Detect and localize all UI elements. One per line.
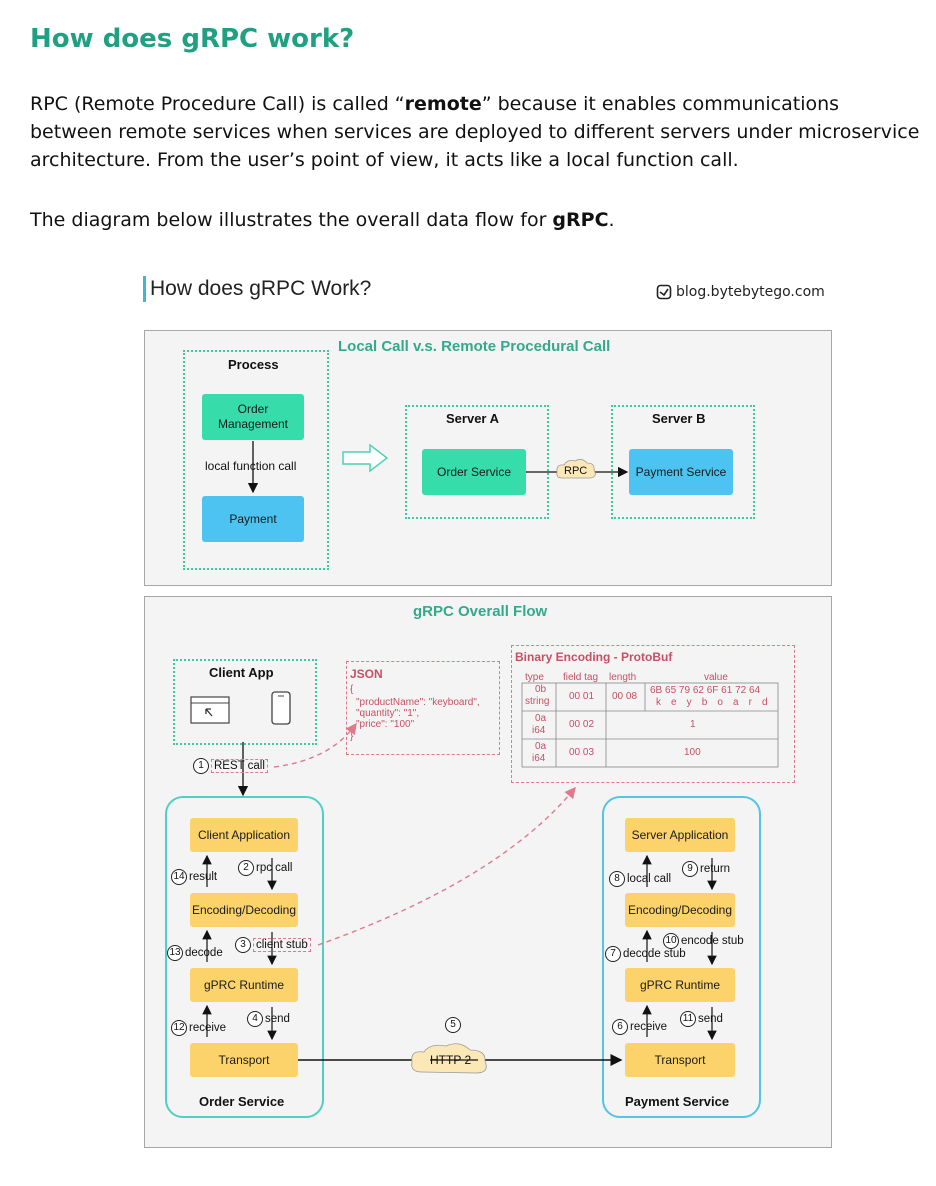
row0-len: 00 08 [612, 691, 638, 702]
server-a-box [405, 405, 549, 519]
rpc-cloud-icon [556, 459, 596, 479]
json-box [346, 661, 500, 755]
json-line-1: "productName": "keyboard", [356, 697, 480, 708]
binary-header-length: length [609, 672, 637, 683]
bytebytego-logo-icon [656, 284, 672, 300]
binary-header-value: value [704, 672, 728, 683]
order-encoding-box: Encoding/Decoding [190, 893, 298, 927]
binary-header-type: type [525, 672, 544, 683]
stub-to-protobuf-dashed-arrow [317, 786, 576, 946]
order-service-name: Order Service [199, 1094, 285, 1109]
order-service-box: Order Service [422, 449, 526, 495]
hollow-transition-arrow-icon [342, 443, 389, 473]
json-line-2: "quantity": "1", [356, 708, 420, 719]
binary-encoding-box [511, 645, 795, 783]
json-line-3: "price": "100" [356, 719, 415, 730]
mobile-phone-icon [271, 691, 291, 725]
row0-value-hex: 6B 65 79 62 6F 61 72 64 [650, 685, 761, 696]
figure-title-accent [143, 276, 146, 302]
article-paragraph-1: RPC (Remote Procedure Call) is called “r… [30, 93, 920, 171]
payment-box: Payment [202, 496, 304, 542]
brand: blog.bytebytego.com [656, 284, 825, 300]
row0-type1: 0b [535, 684, 547, 695]
json-line-4: } [350, 731, 354, 742]
order-transport-box: Transport [190, 1043, 298, 1077]
row0-value-chars: k e y b o a r d [656, 697, 770, 708]
json-line-0: { [350, 684, 354, 695]
row1-type2: i64 [532, 725, 546, 736]
grpc-flow-title: gRPC Overall Flow [413, 603, 548, 620]
brand-label: blog.bytebytego.com [676, 284, 825, 300]
server-a-label: Server A [446, 411, 499, 426]
payment-service-box: Payment Service [629, 449, 733, 495]
rest-to-json-dashed-arrow [273, 722, 357, 768]
payment-transport-box: Transport [625, 1043, 735, 1077]
client-application-box: Client Application [190, 818, 298, 852]
json-title: JSON [350, 667, 383, 681]
article-heading: How does gRPC work? [30, 24, 355, 54]
figure-title: How does gRPC Work? [150, 277, 372, 300]
row2-tag: 00 03 [569, 747, 595, 758]
row0-tag: 00 01 [569, 691, 595, 702]
binary-table-grid [521, 682, 779, 768]
row1-type1: 0a [535, 713, 547, 724]
order-management-box: Order Management [202, 394, 304, 440]
http2-label: HTTP 2 [430, 1053, 472, 1067]
row2-value: 100 [684, 747, 701, 758]
binary-header-field-tag: field tag [563, 672, 599, 683]
process-box [183, 350, 329, 570]
cursor-icon [205, 708, 213, 717]
row2-type2: i64 [532, 753, 546, 764]
client-app-label: Client App [209, 665, 274, 680]
server-application-box: Server Application [625, 818, 735, 852]
article-paragraph-2: The diagram below illustrates the overal… [30, 209, 615, 231]
row2-type1: 0a [535, 741, 547, 752]
local-vs-remote-title: Local Call v.s. Remote Procedural Call [338, 338, 611, 355]
row1-value: 1 [690, 719, 696, 730]
server-b-label: Server B [652, 411, 706, 426]
rpc-label: RPC [564, 465, 588, 477]
local-function-call-label: local function call [205, 459, 297, 473]
binary-encoding-title: Binary Encoding - ProtoBuf [515, 650, 673, 664]
row1-tag: 00 02 [569, 719, 595, 730]
step-5: 5 [445, 1017, 463, 1033]
payment-service-name: Payment Service [625, 1094, 730, 1109]
http2-cloud-icon [411, 1043, 487, 1074]
server-b-box [611, 405, 755, 519]
payment-runtime-box: gPRC Runtime [625, 968, 735, 1002]
payment-encoding-box: Encoding/Decoding [625, 893, 735, 927]
row0-type2: string [525, 696, 550, 707]
browser-window-icon [190, 696, 230, 724]
process-label: Process [228, 357, 279, 372]
order-runtime-box: gPRC Runtime [190, 968, 298, 1002]
client-app-box [173, 659, 317, 745]
